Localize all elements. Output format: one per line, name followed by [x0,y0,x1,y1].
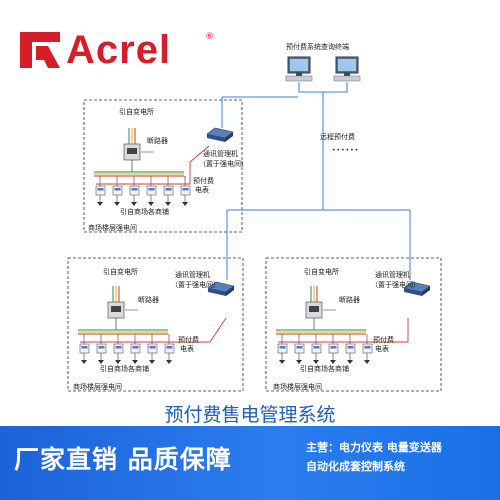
right-gateway-icon-front [404,288,422,296]
left-outlet-arrow-5 [149,360,155,364]
left-building-box [67,257,244,392]
right-meter-5-display [347,346,354,349]
right-meter-3-display [313,346,320,349]
right-gateway-label-2: （置于强电间） [371,281,420,289]
left-breaker-switch [111,306,121,312]
computer-2-icon-keyboard [333,75,361,82]
main-breaker-switch [127,148,137,154]
banner-slogan: 厂家直销 品质保障 [14,445,232,474]
right-floor-label: 商场楼层强电间 [273,383,322,391]
computer-1-icon-screen [290,59,308,71]
computer-1-icon-stand [296,73,302,76]
left-outlet-arrow-1 [81,360,87,364]
left-meter-1-display [81,346,88,349]
right-meter-1-display [279,346,286,349]
main-floor-label: 商场楼层强电间 [88,224,137,232]
right-gateway-icon-side [422,286,430,296]
left-outlet-label: 引自商场各商铺 [100,365,149,373]
main-gateway-label-2: （置于强电间） [199,160,248,168]
main-gateway-icon-side [225,132,233,142]
right-meter-label-2: 电表 [375,345,389,353]
right-rs485-line [278,318,409,343]
right-outlet-arrow-2 [296,360,302,364]
query-terminal-label: 预付费系统查询终端 [286,43,349,51]
left-meter-3-display [115,346,122,349]
main-meter-2-display [114,188,121,191]
left-gateway-icon-side [226,286,234,296]
main-outlet-arrow-2 [114,202,120,206]
acrel-logo: Acrel ® [20,28,214,72]
diagram-title: 预付费售电管理系统 [164,404,336,426]
left-meter-label-1: 预付费 [178,336,199,344]
right-outlet-arrow-3 [313,360,319,364]
main-outlet-arrow-5 [165,202,171,206]
main-outlet-arrow-1 [97,202,103,206]
main-meter-label-1: 预付费 [193,177,214,185]
registered-mark: ® [205,32,214,42]
right-breaker-switch [309,306,319,312]
left-outlet-arrow-3 [115,360,121,364]
right-building-box [265,257,442,392]
main-outlet-label: 引自商场各商铺 [120,208,169,216]
right-breaker-label: 断路器 [339,296,360,304]
main-meter-4-display [148,188,155,191]
promo-banner: 厂家直销 品质保障 主营：电力仪表 电量变送器 自动化成套控制系统 [0,426,500,500]
left-meter-4-display [132,346,139,349]
acrel-logo-icon [20,32,60,68]
main-gateway-icon-front [207,134,225,142]
right-outlet-arrow-1 [279,360,285,364]
right-outlet-label: 引自商场各商铺 [300,365,349,373]
left-outlet-arrow-4 [132,360,138,364]
main-outlet-arrow-6 [182,202,188,206]
left-gateway-icon-front [208,288,226,296]
banner-business-line-2: 自动化成套控制系统 [306,460,405,473]
computer-1-icon-keyboard [285,75,313,82]
right-outlet-arrow-4 [330,360,336,364]
left-breaker-label: 断路器 [138,296,159,304]
right-outlet-arrow-6 [364,360,370,364]
left-outlet-arrow-6 [166,360,172,364]
main-meter-6-display [182,188,189,191]
main-meter-5-display [165,188,172,191]
main-rs485-line [96,145,210,185]
left-source-label: 引自变电所 [103,268,138,276]
right-source-label: 引自变电所 [304,268,339,276]
right-meter-4-display [330,346,337,349]
right-meter-2-display [296,346,303,349]
left-gateway-label-2: （置于强电间） [171,281,220,289]
computer-2-icon-screen [338,59,356,71]
left-rs485-line [80,317,227,343]
remote-prepay-dots: •••••• [332,147,360,154]
right-gateway-label-1: 通讯管理机 [375,271,410,279]
main-breaker-label: 断路器 [147,137,168,145]
remote-prepay-label: 远程预付费 [320,133,355,141]
left-floor-label: 商场楼层强电间 [73,383,122,391]
brand-name: Acrel [66,28,172,72]
main-meter-3-display [131,188,138,191]
main-outlet-arrow-3 [131,202,137,206]
main-meter-label-2: 电表 [195,186,209,194]
left-meter-6-display [166,346,173,349]
left-meter-2-display [98,346,105,349]
main-source-label: 引自变电所 [119,108,154,116]
computer-link-line [298,82,348,93]
left-gateway-label-1: 通讯管理机 [175,271,210,279]
main-meter-1-display [97,188,104,191]
computer-2-icon-stand [344,73,350,76]
right-meter-label-1: 预付费 [373,336,394,344]
right-outlet-arrow-5 [347,360,353,364]
main-gateway-label-1: 通讯管理机 [203,150,238,158]
main-outlet-arrow-4 [148,202,154,206]
left-outlet-arrow-2 [98,360,104,364]
banner-business-line-1: 主营：电力仪表 电量变送器 [306,441,442,454]
right-meter-6-display [364,346,371,349]
left-meter-label-2: 电表 [180,345,194,353]
left-meter-5-display [149,346,156,349]
